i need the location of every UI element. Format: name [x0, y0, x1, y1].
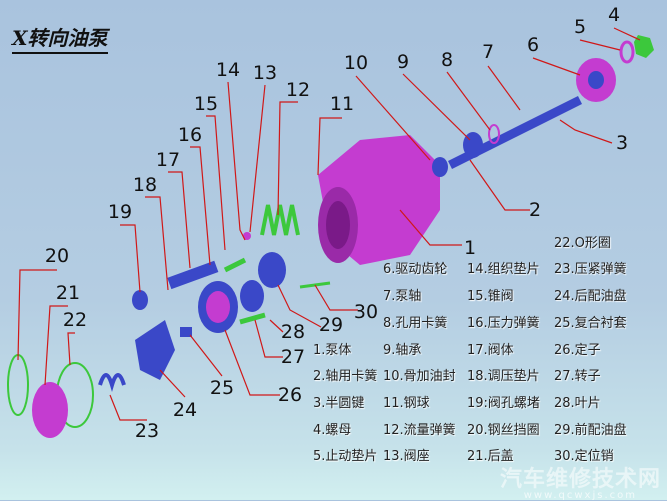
valve-body — [167, 260, 219, 290]
callout-25: 25 — [209, 377, 235, 399]
legend-item: 7.泵轴 — [383, 289, 422, 304]
callout-23: 23 — [134, 420, 160, 442]
legend-item: 10.骨加油封 — [383, 369, 456, 384]
callout-11: 11 — [329, 93, 355, 115]
nut — [634, 35, 654, 58]
legend-item: 1.泵体 — [313, 343, 352, 358]
legend-item: 5.止动垫片 — [313, 449, 378, 464]
legend-item: 28.叶片 — [554, 396, 601, 411]
legend-item: 6.驱动齿轮 — [383, 262, 448, 277]
legend-item: 3.半圆键 — [313, 396, 365, 411]
wire-ring — [7, 354, 29, 416]
legend-item: 12.流量弹簧 — [383, 423, 456, 438]
drive-gear-hub — [588, 71, 604, 89]
callout-26: 26 — [277, 384, 303, 406]
callout-3: 3 — [615, 132, 629, 154]
legend-item: 19:阀孔螺堵 — [467, 396, 540, 411]
callout-12: 12 — [285, 79, 311, 101]
pump-body-bore-inner — [326, 201, 350, 249]
legend-item: 15.锥阀 — [467, 289, 514, 304]
legend-item: 18.调压垫片 — [467, 369, 540, 384]
callout-28: 28 — [280, 321, 306, 343]
legend-item: 17.阀体 — [467, 343, 514, 358]
callout-6: 6 — [526, 34, 540, 56]
rotor — [240, 280, 264, 312]
legend-item: 22.O形圈 — [554, 236, 611, 251]
legend-item: 30.定位销 — [554, 449, 614, 464]
callout-16: 16 — [177, 124, 203, 146]
vane — [239, 312, 266, 325]
callout-1: 1 — [463, 237, 477, 259]
legend-item: 25.复合衬套 — [554, 316, 627, 331]
callout-30: 30 — [353, 301, 379, 323]
lock-washer — [619, 40, 635, 64]
legend-item: 21.后盖 — [467, 449, 514, 464]
callout-4: 4 — [607, 4, 621, 26]
steel-ball — [243, 232, 251, 240]
valve-plug — [132, 290, 148, 310]
callout-2: 2 — [528, 199, 542, 221]
legend-item: 4.螺母 — [313, 423, 352, 438]
page-title: X转向油泵 — [12, 22, 108, 54]
flow-spring — [260, 204, 300, 236]
legend-item: 24.后配油盘 — [554, 289, 627, 304]
legend-item: 16.压力弹簧 — [467, 316, 540, 331]
callout-19: 19 — [107, 201, 133, 223]
callout-8: 8 — [440, 49, 454, 71]
stator-inner — [206, 291, 230, 323]
bushing — [180, 327, 192, 337]
callout-24: 24 — [172, 399, 198, 421]
legend-item: 14.组织垫片 — [467, 262, 540, 277]
callout-13: 13 — [252, 62, 278, 84]
callout-5: 5 — [573, 16, 587, 38]
legend-item: 9.轴承 — [383, 343, 422, 358]
watermark-url: www.qcwxjs.com — [523, 490, 637, 501]
callout-9: 9 — [396, 51, 410, 73]
legend-item: 23.压紧弹簧 — [554, 262, 627, 277]
legend-item: 29.前配油盘 — [554, 423, 627, 438]
compress-spring — [98, 373, 126, 392]
oil-seal — [432, 157, 448, 177]
callout-29: 29 — [318, 314, 344, 336]
circlip — [488, 124, 500, 144]
legend-item: 13.阀座 — [383, 449, 430, 464]
callout-17: 17 — [155, 149, 181, 171]
front-plate — [258, 252, 286, 288]
callout-20: 20 — [44, 245, 70, 267]
watermark: 汽车维修技术网 — [499, 467, 661, 492]
legend-item: 8.孔用卡簧 — [383, 316, 448, 331]
legend-item: 26.定子 — [554, 343, 601, 358]
callout-15: 15 — [193, 93, 219, 115]
callout-21: 21 — [55, 282, 81, 304]
rear-plate — [135, 320, 175, 380]
callout-10: 10 — [343, 52, 369, 74]
legend-item: 27.转子 — [554, 369, 601, 384]
callout-22: 22 — [62, 309, 88, 331]
vane — [223, 257, 247, 273]
rear-cover — [32, 382, 68, 438]
callout-14: 14 — [215, 59, 241, 81]
legend-item: 2.轴用卡簧 — [313, 369, 378, 384]
callout-7: 7 — [481, 41, 495, 63]
callout-27: 27 — [280, 346, 306, 368]
legend-item: 20.钢丝挡圈 — [467, 423, 540, 438]
leader-lines — [17, 27, 641, 421]
callout-18: 18 — [132, 174, 158, 196]
parts — [7, 35, 654, 438]
legend-item: 11.钢球 — [383, 396, 430, 411]
